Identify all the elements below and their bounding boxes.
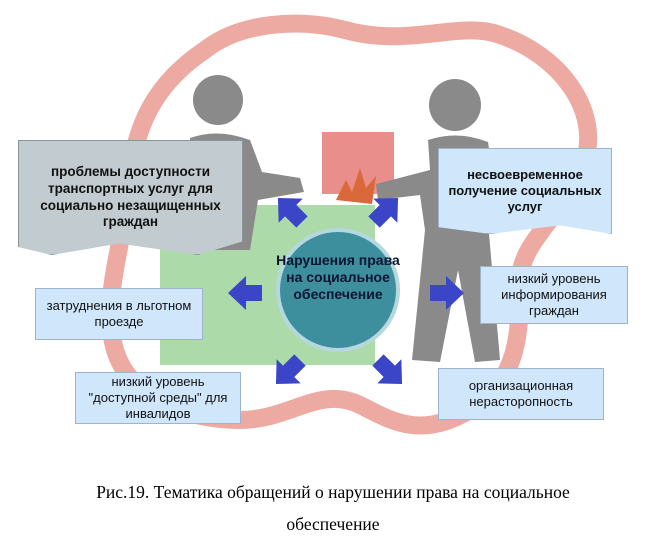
topic-transport: проблемы доступности транспортных услуг … xyxy=(18,140,243,255)
topic-untimely: несвоевременное получение социальных усл… xyxy=(438,148,612,234)
center-label: Нарушения права на социальное обеспечени… xyxy=(276,252,400,303)
topic-accessible: низкий уровень "доступной среды" для инв… xyxy=(75,372,241,424)
topic-organization-label: организационная нерасторопность xyxy=(468,377,574,409)
figure-caption-line1: Рис.19. Тематика обращений о нарушении п… xyxy=(96,482,570,502)
topic-accessible-label: низкий уровень "доступной среды" для инв… xyxy=(88,373,228,422)
topic-untimely-label: несвоевременное получение социальных усл… xyxy=(448,166,602,215)
topic-informing: низкий уровень информирования граждан xyxy=(480,266,628,324)
topic-organization: организационная нерасторопность xyxy=(438,368,604,420)
figure-caption-line2: обеспечение xyxy=(286,514,380,534)
topic-informing-label: низкий уровень информирования граждан xyxy=(501,270,607,319)
topic-travel-label: затруднения в льготном проезде xyxy=(46,297,192,329)
spark-icon xyxy=(336,168,376,204)
topic-travel: затруднения в льготном проезде xyxy=(35,288,203,340)
center-circle xyxy=(276,228,400,352)
topic-transport-label: проблемы доступности транспортных услуг … xyxy=(40,163,221,230)
